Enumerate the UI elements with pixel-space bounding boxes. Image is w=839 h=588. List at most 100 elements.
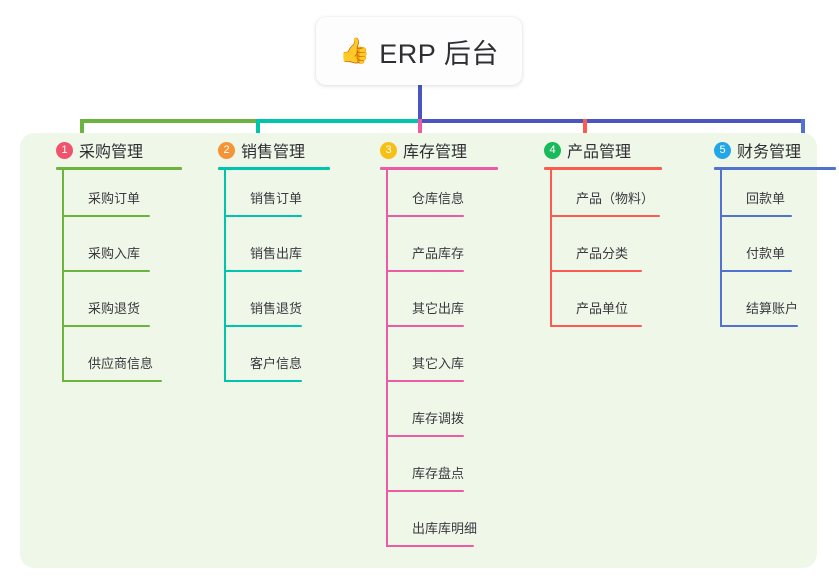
branch-item-rule xyxy=(62,380,162,382)
branch-badge-1: 1 xyxy=(56,141,73,159)
root-node[interactable]: 👍 ERP 后台 xyxy=(316,17,522,85)
branch-rule-1 xyxy=(56,167,182,170)
branch-item-label: 仓库信息 xyxy=(412,191,465,206)
branch-column-2: 2 销售管理销售订单销售出库销售退货客户信息 xyxy=(200,133,330,390)
branch-item[interactable]: 产品（物料） xyxy=(550,170,662,225)
branch-body-2: 销售订单销售出库销售退货客户信息 xyxy=(224,170,330,390)
branch-item-rule xyxy=(62,325,150,327)
branch-item-rule xyxy=(386,435,464,437)
branch-item[interactable]: 出库库明细 xyxy=(386,500,498,555)
branch-item-rule xyxy=(386,270,464,272)
branch-body-3: 仓库信息产品库存其它出库其它入库库存调拨库存盘点出库库明细 xyxy=(386,170,498,555)
branch-item-rule xyxy=(550,215,660,217)
branch-item-label: 结算账户 xyxy=(746,301,799,316)
branch-header-5[interactable]: 5 财务管理 xyxy=(696,133,836,167)
branch-item-label: 供应商信息 xyxy=(88,356,154,371)
branch-item[interactable]: 产品分类 xyxy=(550,225,662,280)
branch-item[interactable]: 产品单位 xyxy=(550,280,662,335)
branch-rule-4 xyxy=(544,167,662,170)
branch-item-rule xyxy=(720,215,792,217)
branch-item-rule xyxy=(386,490,464,492)
branch-item[interactable]: 供应商信息 xyxy=(62,335,182,390)
branch-item-rule xyxy=(224,380,302,382)
branch-item-label: 付款单 xyxy=(746,246,786,261)
branch-item[interactable]: 结算账户 xyxy=(720,280,836,335)
branch-item-label: 客户信息 xyxy=(250,356,303,371)
branch-item-rule xyxy=(224,270,302,272)
branch-item[interactable]: 销售退货 xyxy=(224,280,330,335)
root-title: ERP 后台 xyxy=(379,38,499,69)
branch-item[interactable]: 产品库存 xyxy=(386,225,498,280)
branches-panel xyxy=(20,133,817,568)
branch-item-rule xyxy=(62,270,150,272)
branch-body-1: 采购订单采购入库采购退货供应商信息 xyxy=(62,170,182,390)
branch-item-label: 库存盘点 xyxy=(412,466,465,481)
branch-badge-5: 5 xyxy=(714,141,731,159)
branch-item-rule xyxy=(224,215,302,217)
branch-title-1: 采购管理 xyxy=(79,144,144,161)
branch-item-label: 销售出库 xyxy=(250,246,303,261)
branch-item[interactable]: 销售订单 xyxy=(224,170,330,225)
branch-rule-2 xyxy=(218,167,330,170)
branch-body-5: 回款单付款单结算账户 xyxy=(720,170,836,335)
branch-column-5: 5 财务管理回款单付款单结算账户 xyxy=(696,133,836,335)
branch-item-label: 回款单 xyxy=(746,191,786,206)
branch-item-label: 产品分类 xyxy=(576,246,629,261)
branch-item-label: 产品单位 xyxy=(576,301,629,316)
branch-item-label: 产品库存 xyxy=(412,246,465,261)
branch-body-4: 产品（物料） 产品分类产品单位 xyxy=(550,170,662,335)
branch-item-rule xyxy=(386,545,474,547)
branch-item-label: 采购入库 xyxy=(88,246,141,261)
branch-item-rule xyxy=(386,380,464,382)
branch-rule-5 xyxy=(714,167,836,170)
branch-item-label: 采购退货 xyxy=(88,301,141,316)
branch-item[interactable]: 库存盘点 xyxy=(386,445,498,500)
branch-columns: 1 采购管理采购订单采购入库采购退货供应商信息 2 销售管理销售订单销售出库销售退货客… xyxy=(20,133,836,568)
branch-item[interactable]: 采购订单 xyxy=(62,170,182,225)
branch-item-label: 销售退货 xyxy=(250,301,303,316)
branch-item[interactable]: 仓库信息 xyxy=(386,170,498,225)
branch-title-5: 财务管理 xyxy=(737,144,802,161)
branch-item-rule xyxy=(550,325,642,327)
branch-item-rule xyxy=(720,270,792,272)
branch-item-rule xyxy=(386,325,464,327)
branch-item-rule xyxy=(720,325,798,327)
branch-title-4: 产品管理 xyxy=(567,144,632,161)
branch-item-label: 其它入库 xyxy=(412,356,465,371)
branch-item-label: 库存调拨 xyxy=(412,411,465,426)
branch-title-2: 销售管理 xyxy=(241,144,306,161)
branch-item[interactable]: 付款单 xyxy=(720,225,836,280)
branch-item-rule xyxy=(550,270,642,272)
branch-title-3: 库存管理 xyxy=(403,144,468,161)
branch-item[interactable]: 客户信息 xyxy=(224,335,330,390)
branch-item[interactable]: 采购入库 xyxy=(62,225,182,280)
branch-header-2[interactable]: 2 销售管理 xyxy=(200,133,330,167)
branch-spine-3 xyxy=(386,170,388,547)
branch-spine-4 xyxy=(550,170,552,327)
branch-header-1[interactable]: 1 采购管理 xyxy=(38,133,182,167)
branch-item-rule xyxy=(386,215,464,217)
branch-item-label: 出库库明细 xyxy=(412,521,478,536)
branch-item[interactable]: 其它出库 xyxy=(386,280,498,335)
branch-item-rule xyxy=(224,325,302,327)
branch-spine-2 xyxy=(224,170,226,382)
branch-rule-3 xyxy=(380,167,498,170)
branch-header-3[interactable]: 3 库存管理 xyxy=(362,133,498,167)
branch-item[interactable]: 采购退货 xyxy=(62,280,182,335)
branch-badge-3: 3 xyxy=(380,141,397,159)
branch-item[interactable]: 销售出库 xyxy=(224,225,330,280)
branch-item[interactable]: 其它入库 xyxy=(386,335,498,390)
branch-spine-1 xyxy=(62,170,64,382)
branch-item-rule xyxy=(62,215,150,217)
branch-item-label: 销售订单 xyxy=(250,191,303,206)
branch-column-1: 1 采购管理采购订单采购入库采购退货供应商信息 xyxy=(38,133,182,390)
branch-column-3: 3 库存管理仓库信息产品库存其它出库其它入库库存调拨库存盘点出库库明细 xyxy=(362,133,498,555)
branch-badge-2: 2 xyxy=(218,141,235,159)
branch-spine-5 xyxy=(720,170,722,327)
branch-item[interactable]: 库存调拨 xyxy=(386,390,498,445)
branch-item[interactable]: 回款单 xyxy=(720,170,836,225)
branch-item-label: 其它出库 xyxy=(412,301,465,316)
